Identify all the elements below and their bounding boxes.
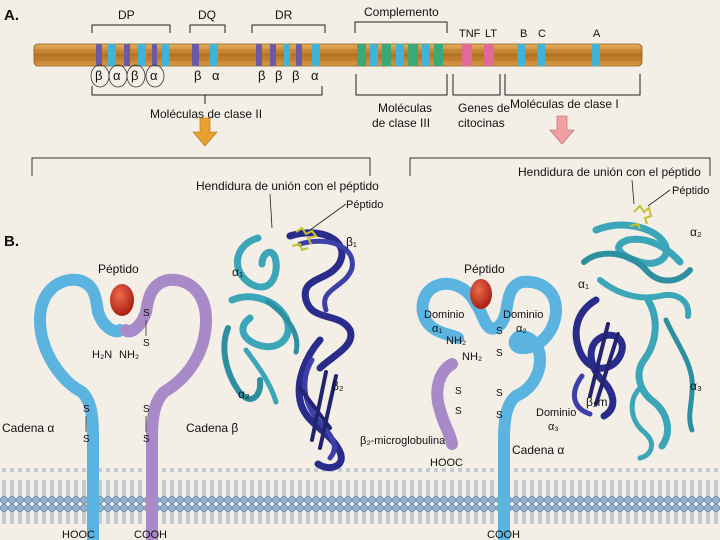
class3-caption-1: Moléculas	[378, 101, 432, 115]
class3-caption-2: de clase III	[372, 116, 430, 130]
region-a: A	[593, 28, 601, 40]
class2-nh2-right: NH₂	[119, 349, 139, 361]
class2-cooh: COOH	[134, 529, 167, 540]
ribbon-right-b2m: β₂m	[586, 395, 608, 409]
left-groove-caption: Hendidura de unión con el péptido	[196, 179, 379, 193]
ribbon-right-a1: α₁	[578, 277, 589, 291]
chromosome	[34, 44, 642, 66]
svg-text:S: S	[496, 348, 503, 359]
class1-domain-a1: Dominio	[424, 309, 464, 321]
left-peptide-caption: Péptido	[346, 199, 383, 211]
section-b-label: B.	[4, 233, 19, 250]
class1-chain-alpha: Cadena α	[512, 443, 564, 457]
class1-ribbon-structure: α₂ α₁ β₂m α₃	[574, 206, 702, 458]
class1-domain-a1-sub: α₁	[432, 323, 442, 335]
class1-nh2b: NH₂	[462, 351, 482, 363]
dq-gene-1: α	[212, 68, 220, 83]
svg-text:S: S	[143, 338, 150, 349]
ribbon-left-a2: α₂	[238, 387, 250, 401]
svg-text:S: S	[83, 404, 90, 415]
class2-nh2-left: H₂N	[92, 349, 112, 361]
class1-domain-a3: Dominio	[536, 407, 576, 419]
class2-chain-alpha: Cadena α	[2, 421, 54, 435]
class2-hooc: HOOC	[62, 529, 95, 540]
class1-domain-a3-sub: α₃	[548, 421, 559, 433]
peptide-class2	[110, 284, 134, 316]
ribbon-left-b2: β₂	[332, 379, 344, 393]
peptide-class1	[470, 279, 492, 309]
class1-caption: Moléculas de clase I	[510, 97, 619, 111]
right-groove-caption: Hendidura de unión con el péptido	[518, 165, 701, 179]
dr-gene-0: β	[258, 68, 265, 83]
class1-domain-a2-sub: α₂	[516, 323, 527, 335]
dp-gene-2: β	[131, 68, 138, 83]
region-dp: DP	[118, 8, 135, 22]
section-a-label: A.	[4, 7, 19, 24]
region-tnf: TNF	[459, 28, 481, 40]
ribbon-left-b1: β₁	[346, 235, 357, 249]
class1-peptide-label: Péptido	[464, 262, 505, 276]
ribbon-right-a3: α₃	[690, 379, 702, 393]
svg-text:S: S	[496, 326, 503, 337]
right-peptide-caption: Péptido	[672, 185, 709, 197]
svg-text:S: S	[83, 434, 90, 445]
bottom-brackets	[92, 74, 640, 95]
class1-b2m-label: β₂-microglobulina	[360, 435, 446, 447]
region-c: C	[538, 28, 546, 40]
dp-gene-0: β	[95, 68, 102, 83]
region-dr: DR	[275, 8, 293, 22]
dr-gene-3: α	[311, 68, 319, 83]
dp-gene-3: α	[150, 68, 158, 83]
b2-microglobulin	[437, 364, 452, 444]
svg-text:S: S	[143, 308, 150, 319]
top-brackets	[92, 22, 447, 33]
svg-text:S: S	[143, 434, 150, 445]
dq-gene-0: β	[194, 68, 201, 83]
class1-cooh: COOH	[487, 529, 520, 540]
svg-text:S: S	[455, 406, 462, 417]
svg-text:S: S	[143, 404, 150, 415]
class1-domain-a2: Dominio	[503, 309, 543, 321]
dr-gene-1: β	[275, 68, 282, 83]
region-dq: DQ	[198, 8, 216, 22]
ribbon-left-a1: α₁	[232, 265, 243, 279]
region-complement: Complemento	[364, 5, 439, 19]
svg-text:S: S	[496, 388, 503, 399]
class2-ribbon-structure: β₁ α₁ α₂ β₂	[224, 228, 357, 468]
cytokine-caption-2: citocinas	[458, 116, 505, 130]
ribbon-right-a2: α₂	[690, 225, 702, 239]
class1-arrow	[550, 116, 574, 144]
class2-arrow	[193, 118, 217, 146]
cytokine-caption-1: Genes de	[458, 101, 510, 115]
class1-nh2: NH₂	[446, 335, 466, 347]
svg-text:S: S	[496, 410, 503, 421]
class1-hooc: HOOC	[430, 457, 463, 469]
class2-chain-beta: Cadena β	[186, 421, 238, 435]
dp-gene-1: α	[113, 68, 121, 83]
region-lt: LT	[485, 28, 497, 40]
cell-membrane	[0, 468, 720, 524]
class2-peptide-label: Péptido	[98, 262, 139, 276]
dr-gene-2: β	[292, 68, 299, 83]
svg-text:S: S	[455, 386, 462, 397]
region-b: B	[520, 28, 527, 40]
